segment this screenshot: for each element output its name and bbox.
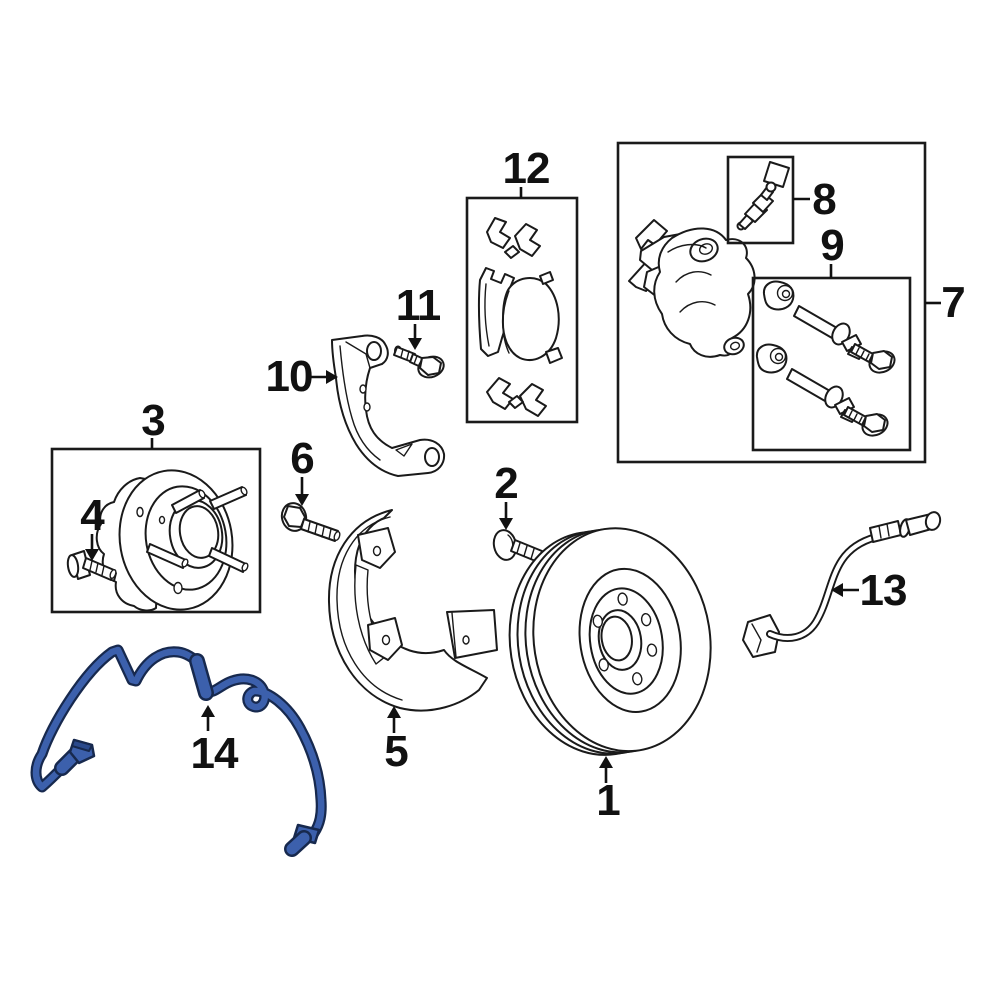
rotor-drawing xyxy=(508,527,712,756)
callout-number-5: 5 xyxy=(384,727,409,776)
callout-number-8: 8 xyxy=(812,175,837,224)
guide-pin-kit-box xyxy=(751,276,912,452)
abs-sensor-wire-drawing xyxy=(30,644,327,857)
callout-number-2: 2 xyxy=(494,459,519,508)
callout-number-10: 10 xyxy=(265,352,314,401)
callout-arrow-5 xyxy=(387,706,401,733)
callout-arrow-10 xyxy=(311,370,338,384)
callout-number-11: 11 xyxy=(395,281,442,330)
callout-arrow-4 xyxy=(85,534,99,561)
hub-drawing xyxy=(95,469,249,612)
pad-kit-box xyxy=(465,196,579,424)
callout-number-3: 3 xyxy=(141,396,166,445)
splash-shield-drawing xyxy=(327,509,498,712)
caliper-bracket-drawing xyxy=(331,334,446,477)
callout-arrow-6 xyxy=(295,477,309,506)
callout-number-12: 12 xyxy=(502,144,551,193)
callout-number-4: 4 xyxy=(80,491,105,540)
pad-clip-top-drawing xyxy=(486,217,541,259)
callout-arrow-2 xyxy=(499,502,513,530)
pad-clip-bottom-drawing xyxy=(486,377,547,417)
callout-number-7: 7 xyxy=(941,278,966,327)
guide-pin-row xyxy=(762,280,896,374)
bracket-bolt-drawing xyxy=(280,502,341,542)
wheel-stud-drawing xyxy=(66,550,117,581)
callout-number-6: 6 xyxy=(290,434,315,483)
bracket-mount-bolt-drawing xyxy=(393,345,445,379)
caliper-drawing xyxy=(628,219,756,358)
callout-number-1: 1 xyxy=(596,776,621,825)
bleeder-screw-drawing xyxy=(736,161,790,231)
bleeder-kit-box xyxy=(726,155,795,245)
callout-arrow-11 xyxy=(408,324,422,350)
hub-assembly-box xyxy=(50,447,262,614)
brake-hose-drawing xyxy=(742,511,942,658)
callout-number-9: 9 xyxy=(820,221,845,270)
brake-pads-drawing xyxy=(477,267,563,364)
callout-arrow-14 xyxy=(201,705,215,731)
callout-number-13: 13 xyxy=(859,566,908,615)
callout-leaders xyxy=(85,187,941,783)
callout-arrow-1 xyxy=(599,756,613,783)
callout-arrow-13 xyxy=(831,583,859,597)
callout-number-14: 14 xyxy=(190,729,239,778)
caliper-kit-box xyxy=(616,141,927,464)
